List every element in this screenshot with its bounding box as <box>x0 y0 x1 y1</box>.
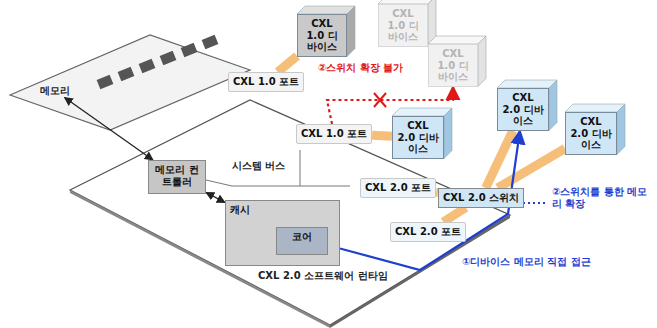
cxl2-device-cube: CXL 2.0 디바이스 <box>497 88 549 131</box>
callout-note: ②스위치 확장 불가 <box>318 62 403 74</box>
data-path-arrow <box>65 98 153 161</box>
cube-top <box>497 80 557 88</box>
node-text: CXL 1.0 포트 <box>233 76 299 88</box>
cube-top <box>297 6 355 14</box>
memory-controller: 메모리 컨트롤러 <box>148 160 206 194</box>
core-block: 코어 <box>276 227 328 255</box>
node-text: CXL 2.0 포트 <box>395 226 461 238</box>
node-text: 코어 <box>281 231 323 243</box>
cxl1-port: CXL 1.0 포트 <box>296 124 372 144</box>
system-bus-line <box>206 150 350 186</box>
node-text: CXL 2.0 스위치 <box>443 192 519 204</box>
node-text: CXL 1.0 디바이스 <box>433 48 473 83</box>
data-path-arrow <box>206 192 225 202</box>
cxl2-device-cube: CXL 2.0 디바이스 <box>392 116 444 159</box>
memory-module-label: 메모리 <box>38 84 72 98</box>
memory-chips <box>97 35 219 90</box>
cube-top <box>392 108 452 116</box>
node-text: 캐시 <box>230 204 335 216</box>
cxl-link-band <box>278 56 297 72</box>
bus-label: 시스템 버스 <box>232 160 285 172</box>
node-text: CXL 1.0 포트 <box>301 128 367 140</box>
cxl2-port: CXL 2.0 포트 <box>360 178 436 198</box>
cube-top <box>565 104 625 112</box>
cube-side <box>444 108 452 159</box>
cube-side <box>617 104 625 155</box>
runtime-label: CXL 2.0 소프트웨어 런타임 <box>258 270 388 282</box>
cxl2-device-cube: CXL 2.0 디바이스 <box>565 112 617 155</box>
node-text: 메모리 <box>40 85 70 97</box>
cxl-link-band <box>498 149 565 188</box>
system-board <box>70 100 510 325</box>
memory-module <box>10 35 250 130</box>
node-text: CXL 2.0 포트 <box>365 182 431 194</box>
callout-note: ②스위치를 통한 메모리 확장 <box>552 186 650 210</box>
cxl1-device-cube: CXL 1.0 디바이스 <box>297 14 347 57</box>
node-text: 메모리 컨트롤러 <box>153 164 201 187</box>
cube-side <box>549 80 557 131</box>
cxl2-port: CXL 2.0 포트 <box>390 222 466 242</box>
node-text: CXL 1.0 디바이스 <box>383 8 423 43</box>
cxl1-device-faded: CXL 1.0 디바이스 <box>378 4 428 47</box>
cxl1-port: CXL 1.0 포트 <box>228 72 304 92</box>
callout-note: ①디바이스 메모리 직접 접근 <box>462 256 591 268</box>
node-text: CXL 2.0 디바이스 <box>502 92 544 127</box>
cxl2-switch: CXL 2.0 스위치 <box>438 188 524 208</box>
cxl-link-band <box>372 131 392 141</box>
node-text: CXL 2.0 디바이스 <box>570 116 612 151</box>
cxl1-device-faded: CXL 1.0 디바이스 <box>428 44 478 87</box>
cache-chip: 캐시코어 <box>225 200 340 266</box>
cube-side <box>347 6 355 57</box>
node-text: CXL 2.0 디바이스 <box>397 120 439 155</box>
cxl-link-band <box>443 208 466 223</box>
cube-side <box>478 36 486 87</box>
cube-top <box>428 36 486 44</box>
node-text: CXL 1.0 디바이스 <box>302 18 342 53</box>
